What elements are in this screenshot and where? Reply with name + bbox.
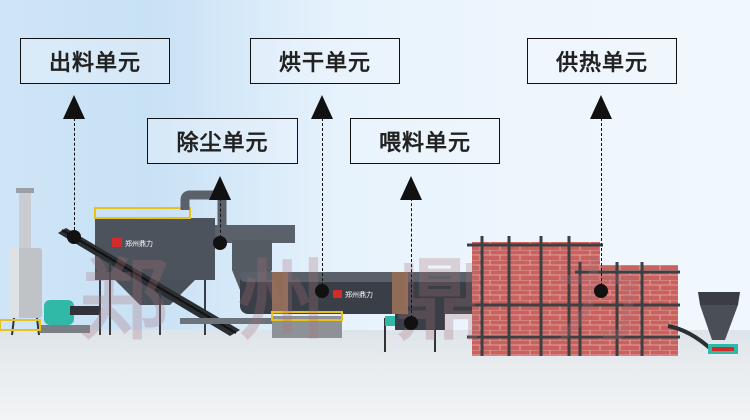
rotary-dryer: 郑州鼎力 (240, 272, 480, 338)
label-dust-removal-unit: 除尘单元 (147, 118, 298, 164)
dashed-leader-discharge (74, 118, 75, 230)
arrow-up-icon-feeding (400, 176, 422, 200)
arrow-up-icon-dust-removal (209, 176, 231, 200)
label-heating-unit: 供热单元 (527, 38, 677, 84)
label-feeding-unit: 喂料单元 (350, 118, 500, 164)
induced-draft-fan (40, 300, 100, 333)
dashed-leader-heating (601, 118, 602, 286)
pointer-dot-heating (594, 284, 608, 298)
arrow-up-icon-discharge (63, 95, 85, 119)
pointer-dot-feeding (404, 316, 418, 330)
svg-text:郑州鼎力: 郑州鼎力 (345, 290, 373, 299)
watermark: 郑州鼎力 (80, 249, 713, 352)
pointer-dot-dust-removal (213, 236, 227, 250)
arrow-up-icon-heating (590, 95, 612, 119)
svg-text:郑州鼎力: 郑州鼎力 (125, 239, 153, 248)
dashed-leader-dust-removal (220, 198, 221, 238)
label-discharge-unit: 出料单元 (20, 38, 170, 84)
pointer-dot-drying (315, 284, 329, 298)
coal-feeder (667, 292, 740, 354)
label-drying-unit: 烘干单元 (250, 38, 400, 84)
dashed-leader-feeding (411, 198, 412, 318)
dashed-leader-drying (322, 118, 323, 286)
arrow-up-icon-drying (311, 95, 333, 119)
pointer-dot-discharge (67, 230, 81, 244)
chimney-tank (9, 188, 42, 336)
brick-furnace (467, 236, 680, 356)
belt-conveyor (58, 228, 240, 336)
